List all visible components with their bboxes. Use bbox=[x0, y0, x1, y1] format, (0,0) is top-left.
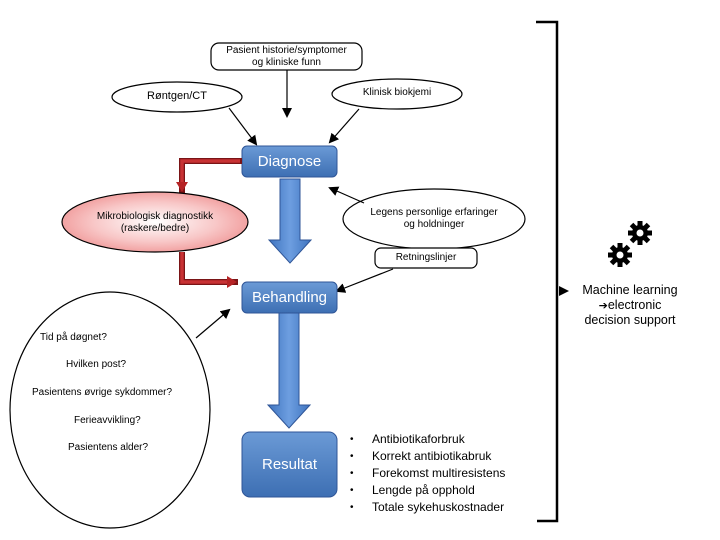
question-5: Pasientens alder? bbox=[68, 442, 149, 453]
question-1: Tid på døgnet? bbox=[40, 332, 107, 343]
list-item: Korrekt antibiotikabruk bbox=[350, 448, 505, 465]
behandling-box bbox=[241, 281, 338, 314]
retningslinjer-box bbox=[374, 247, 478, 269]
question-4: Ferieavvikling? bbox=[74, 415, 141, 426]
legens-line1: Legens personlige erfaringer bbox=[370, 207, 498, 218]
klinisk-biokjemi-label: Klinisk biokjemi bbox=[362, 87, 432, 98]
question-3: Pasientens øvrige sykdommer? bbox=[32, 387, 173, 398]
right-bracket bbox=[536, 20, 559, 523]
rontgen-ellipse bbox=[111, 81, 243, 113]
list-item: Lengde på opphold bbox=[350, 482, 505, 499]
ml-line3: decision support bbox=[584, 313, 676, 327]
arrow-behandling-to-resultat bbox=[266, 312, 312, 429]
retningslinjer-label: Retningslinjer bbox=[395, 252, 457, 263]
arrow-rontgen-to-diagnose bbox=[228, 107, 258, 146]
diagnose-label: Diagnose bbox=[257, 153, 322, 170]
connector-diagnose-to-mikro-inner bbox=[176, 159, 240, 192]
outcome-list: Antibiotikaforbruk Korrekt antibiotikabr… bbox=[350, 431, 505, 516]
resultat-label: Resultat bbox=[261, 456, 318, 473]
ml-line2: ➔electronic bbox=[570, 298, 690, 313]
list-item: Totale sykehuskostnader bbox=[350, 499, 505, 516]
ml-line1: Machine learning bbox=[582, 283, 678, 297]
arrow-diagnose-to-behandling bbox=[267, 178, 313, 264]
question-2: Hvilken post? bbox=[66, 359, 127, 370]
arrow-klinisk-to-diagnose bbox=[328, 108, 360, 144]
gear-icon bbox=[628, 221, 652, 245]
connector-mikro-to-behandling bbox=[179, 252, 238, 285]
resultat-box bbox=[241, 431, 338, 498]
list-item: Forekomst multiresistens bbox=[350, 465, 505, 482]
connector-diagnose-to-mikro bbox=[179, 158, 242, 193]
mikrobiologisk-line1: Mikrobiologisk diagnostikk bbox=[96, 211, 214, 222]
rontgen-label: Røntgen/CT bbox=[147, 90, 207, 102]
gear-icon bbox=[608, 243, 632, 267]
arrow-retningslinjer-to-behandling bbox=[335, 268, 394, 293]
ml-line2-text: electronic bbox=[607, 298, 662, 312]
arrow-legens-to-diagnose bbox=[328, 186, 365, 204]
arrow-questions-to-behandling bbox=[195, 308, 231, 339]
mikrobiologisk-line2: (raskere/bedre) bbox=[120, 223, 190, 234]
legens-line2: og holdninger bbox=[403, 219, 465, 230]
klinisk-biokjemi-ellipse bbox=[331, 78, 463, 110]
connector-mikro-to-behandling-inner bbox=[180, 252, 237, 288]
legens-label: Legens personlige erfaringer og holdning… bbox=[354, 207, 514, 231]
patient-history-line2: og kliniske funn bbox=[252, 57, 321, 68]
questions-circle bbox=[9, 291, 211, 529]
behandling-label: Behandling bbox=[251, 289, 328, 306]
list-item: Antibiotikaforbruk bbox=[350, 431, 505, 448]
patient-history-line1: Pasient historie/symptomer bbox=[226, 45, 347, 56]
mikrobiologisk-label: Mikrobiologisk diagnostikk (raskere/bedr… bbox=[70, 211, 240, 235]
arrow-right-icon: ➔ bbox=[598, 299, 608, 312]
machine-learning-label: Machine learning ➔electronic decision su… bbox=[570, 283, 690, 328]
mikrobiologisk-ellipse bbox=[61, 191, 249, 253]
patient-history-label: Pasient historie/symptomer og kliniske f… bbox=[211, 45, 362, 69]
